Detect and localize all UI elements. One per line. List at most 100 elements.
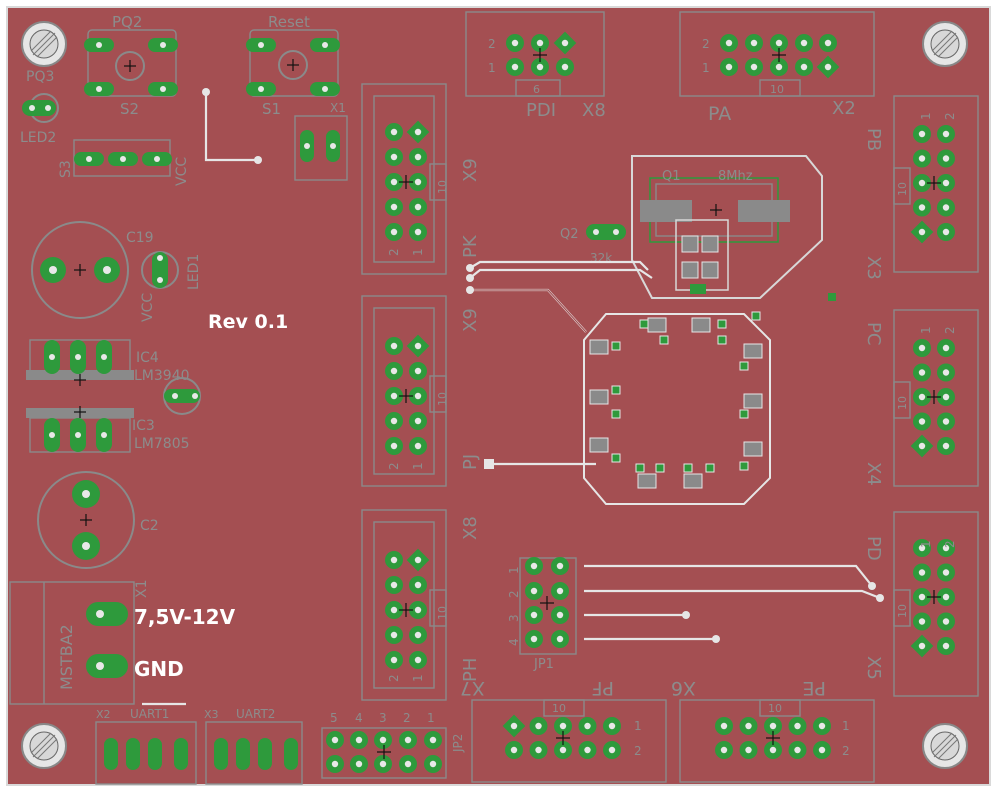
- power-connector-mstba2: [9, 581, 135, 705]
- label-x8-top: X8: [582, 100, 606, 121]
- header-pin: [385, 437, 403, 455]
- header-pin: [409, 651, 427, 669]
- via: [683, 463, 693, 473]
- header-pin: [788, 717, 807, 735]
- header-pin: [913, 339, 931, 357]
- header-pin: [409, 173, 427, 191]
- smd-part: [743, 393, 763, 409]
- jp2-pin: [399, 731, 417, 749]
- label-x9-top: X9: [460, 158, 481, 182]
- header-pin: [409, 576, 427, 594]
- pa-pin: [745, 58, 763, 76]
- header-pin: [937, 588, 955, 606]
- connector-pc-x4: [893, 309, 979, 487]
- label-x8-mid: X8: [460, 516, 481, 540]
- jp2-pin: [399, 755, 417, 773]
- mcu-traces: [466, 260, 836, 469]
- header-pin: [578, 717, 597, 735]
- label-pb-2: 2: [943, 112, 957, 120]
- label-jp2: JP2: [451, 734, 465, 753]
- label-jp2-5: 5: [330, 711, 338, 725]
- label-ph: PH: [460, 658, 481, 682]
- label-jp2-3: 3: [379, 711, 387, 725]
- header-pin: [554, 717, 572, 735]
- crystal-area: [631, 155, 823, 299]
- label-pf-2: 2: [634, 744, 642, 758]
- capacitor-c19: [31, 221, 129, 319]
- smd-part: [743, 441, 763, 457]
- via: [717, 335, 727, 345]
- header-pin: [937, 637, 955, 655]
- mounting-hole-bottom-left: [21, 723, 67, 769]
- led2: [22, 93, 59, 123]
- via: [639, 319, 649, 329]
- header-pin: [409, 601, 427, 619]
- connector-pe-x6: [679, 699, 875, 783]
- via: [611, 341, 621, 351]
- label-pq2: PQ2: [112, 13, 142, 31]
- header-pin: [764, 717, 782, 735]
- header-pin: [913, 174, 931, 192]
- crystal-q2: [586, 224, 626, 240]
- header-pin: [913, 198, 931, 217]
- microcontroller: [583, 311, 771, 505]
- jp2-pin: [374, 731, 392, 749]
- pa-pin: [770, 34, 788, 52]
- pdi-pin: [531, 34, 549, 52]
- jp1-pin: [551, 582, 569, 600]
- jp1-pin: [525, 606, 543, 624]
- label-s2: S2: [120, 100, 139, 118]
- label-pdi-6: 6: [533, 83, 540, 96]
- switch-s1: [246, 29, 340, 97]
- label-pe: PE: [803, 677, 826, 699]
- connector-uart2: [205, 721, 303, 785]
- header-pin: [603, 717, 621, 735]
- label-pd-1: 1: [919, 540, 933, 548]
- label-s1: S1: [262, 100, 281, 118]
- header-pin: [937, 539, 955, 557]
- header-pin: [913, 588, 931, 606]
- header-pin: [385, 551, 403, 569]
- label-jp1-2: 2: [507, 590, 521, 598]
- rev-label: Rev 0.1: [208, 311, 288, 333]
- label-pd-10: 10: [896, 604, 909, 618]
- label-pe-10: 10: [768, 702, 782, 715]
- header-pin: [937, 174, 955, 192]
- label-led1: LED1: [186, 254, 202, 290]
- smd-part: [637, 473, 657, 489]
- header-pin: [385, 412, 403, 430]
- label-pc-10: 10: [896, 396, 909, 410]
- label-uart2: UART2: [236, 707, 275, 721]
- header-pin: [739, 717, 758, 735]
- smd-part: [743, 343, 763, 359]
- header-pin: [739, 741, 758, 759]
- via: [751, 311, 761, 321]
- label-reset: Reset: [268, 13, 310, 31]
- pa-pin: [795, 34, 813, 52]
- header-pin: [502, 714, 526, 738]
- label-pq3: PQ3: [26, 69, 54, 85]
- header-pin: [937, 339, 955, 357]
- smd-part: [589, 389, 609, 405]
- regulator-ic3: [26, 406, 134, 453]
- jp2-pin: [374, 755, 392, 773]
- jumper-x1-top: [294, 115, 348, 181]
- header-pin: [603, 741, 621, 759]
- label-x5-right: X5: [863, 656, 884, 680]
- header-pin: [937, 198, 955, 217]
- jp1-pin: [551, 557, 569, 575]
- connector-pa-x2: [679, 11, 875, 97]
- jp2-pin: [424, 731, 442, 749]
- label-voltage: 7,5V-12V: [134, 605, 236, 629]
- label-pj: PJ: [460, 454, 481, 470]
- label-q2: Q2: [560, 227, 579, 242]
- label-ph-2: 2: [387, 674, 401, 682]
- header-pin: [910, 634, 934, 658]
- header-pin: [505, 741, 523, 759]
- via: [705, 463, 715, 473]
- label-jp1-3: 3: [507, 614, 521, 622]
- header-pin: [385, 123, 403, 141]
- pa-pin: [795, 58, 813, 76]
- header-pin: [913, 412, 931, 431]
- label-pf-1: 1: [634, 719, 642, 733]
